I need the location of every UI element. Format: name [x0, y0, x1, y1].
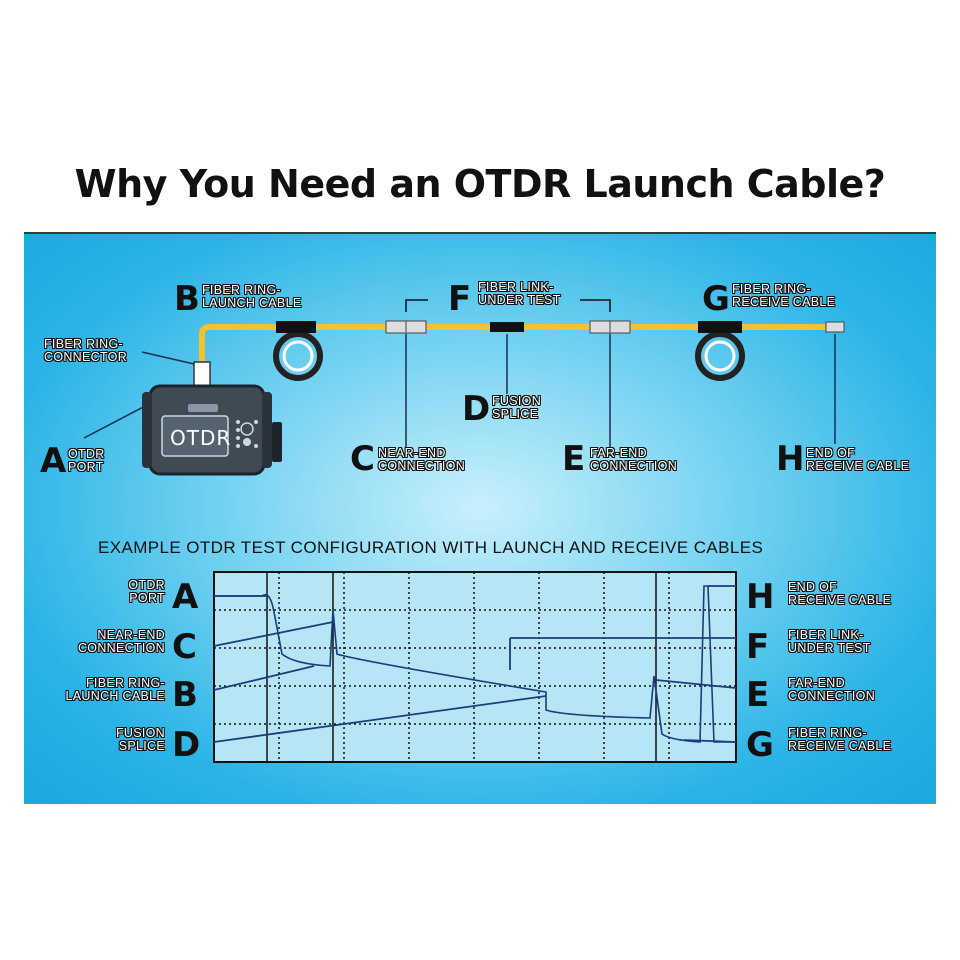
right-legend-0-letter: H — [746, 577, 775, 617]
right-legend-2-line2: CONNECTION — [788, 689, 876, 703]
receive-sleeve — [698, 321, 742, 333]
right-legend-2-letter: E — [746, 675, 770, 715]
right-legend-1-line1: FIBER LINK- — [788, 628, 864, 642]
right-legend-3-letter: G — [746, 725, 774, 765]
right-legend-3-line2: RECEIVE CABLE — [788, 739, 892, 753]
label-b-line1: FIBER RING- — [202, 283, 281, 297]
label-g-line1: FIBER RING- — [732, 282, 811, 296]
cable-path — [199, 324, 844, 364]
label-c-line1: NEAR-END — [378, 446, 446, 460]
receive-coil — [695, 331, 745, 381]
right-legend-0-line2: RECEIVE CABLE — [788, 593, 892, 607]
label-d-line1: FUSION — [492, 394, 542, 408]
label-e-line1: FAR-END — [590, 446, 647, 460]
left-legend-1-line1: NEAR-END — [97, 628, 165, 642]
label-connector-line2: CONNECTOR — [44, 350, 128, 364]
label-f-line2: UNDER TEST — [478, 293, 561, 307]
label-g-letter: G — [702, 279, 730, 319]
left-legend-2-letter: B — [172, 675, 198, 715]
fusion-splice — [490, 322, 524, 332]
label-d-line2: SPLICE — [492, 407, 539, 421]
left-legend-3-line1: FUSION — [115, 726, 165, 740]
otdr-device — [142, 384, 282, 476]
label-f-line1: FIBER LINK- — [478, 280, 554, 294]
left-legend-3-letter: D — [172, 725, 201, 765]
left-legend-0-letter: A — [172, 577, 199, 617]
label-b-letter: B — [174, 279, 200, 319]
diagram-svg — [83, 299, 845, 763]
left-legend-0-line2: PORT — [129, 591, 165, 605]
right-legend-2-line1: FAR-END — [788, 676, 845, 690]
left-legend-1-letter: C — [172, 627, 197, 667]
label-b-line2: LAUNCH CABLE — [202, 296, 302, 310]
right-legend-3-line1: FIBER RING- — [788, 726, 867, 740]
label-f-letter: F — [448, 279, 472, 319]
page-title: Why You Need an OTDR Launch Cable? — [74, 162, 886, 206]
diagram-panel: OTDR B FIBER RING- LAUNCH CABLE FIBER RI… — [24, 232, 936, 804]
label-c-line2: CONNECTION — [378, 459, 466, 473]
label-a-line2: PORT — [68, 460, 104, 474]
launch-sleeve — [276, 321, 316, 333]
right-legend-1-letter: F — [746, 627, 770, 667]
label-h-line1: END OF — [806, 446, 856, 460]
label-h-line2: RECEIVE CABLE — [806, 459, 910, 473]
label-e-letter: E — [562, 439, 586, 479]
label-d-letter: D — [462, 389, 491, 429]
left-legend-2-line2: LAUNCH CABLE — [65, 689, 165, 703]
label-e-line2: CONNECTION — [590, 459, 678, 473]
right-legend-0-line1: END OF — [788, 580, 838, 594]
label-a-letter: A — [40, 441, 67, 481]
left-legend-2-line1: FIBER RING- — [86, 676, 165, 690]
label-g-line2: RECEIVE CABLE — [732, 295, 836, 309]
label-a-line1: OTDR — [68, 447, 105, 461]
end-connector — [825, 321, 845, 333]
label-c-letter: C — [350, 439, 375, 479]
left-legend-0-line1: OTDR — [128, 578, 165, 592]
chart-subtitle: EXAMPLE OTDR TEST CONFIGURATION WITH LAU… — [98, 538, 764, 557]
otdr-device-label: OTDR — [170, 426, 232, 450]
left-legend-3-line2: SPLICE — [118, 739, 165, 753]
label-h-letter: H — [776, 439, 805, 479]
label-connector-line1: FIBER RING- — [44, 337, 123, 351]
left-legend-1-line2: CONNECTION — [77, 641, 165, 655]
otdr-trace-chart — [213, 571, 737, 763]
right-legend-1-line2: UNDER TEST — [788, 641, 871, 655]
launch-coil — [273, 331, 323, 381]
